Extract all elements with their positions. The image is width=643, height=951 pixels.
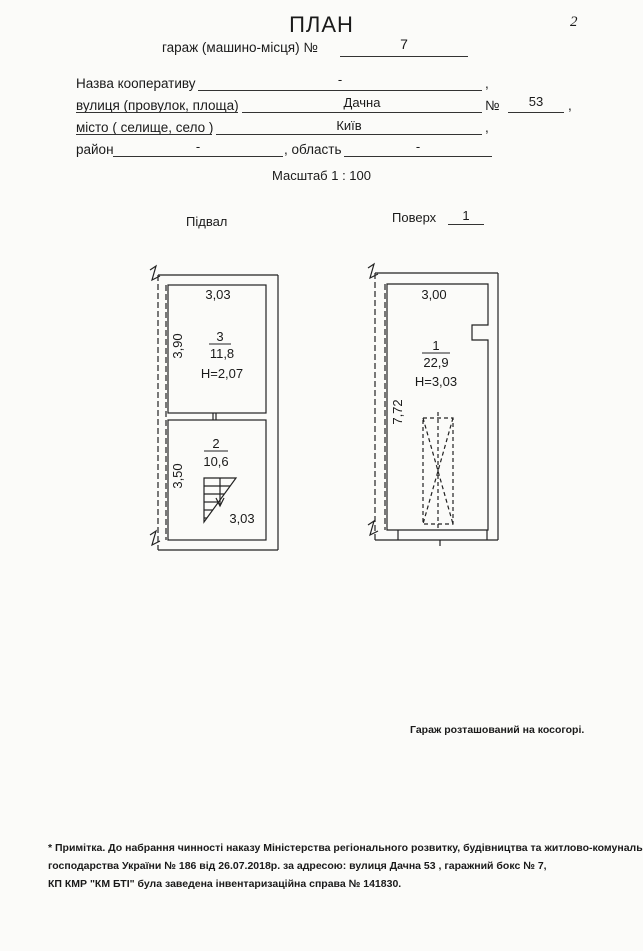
slope-note: Гараж розташований на косогорі.: [410, 724, 585, 736]
garage-number-value: 7: [400, 36, 408, 52]
room2-height-dim: 3,50: [170, 463, 185, 488]
room1-number: 1: [432, 338, 439, 353]
city-comma: ,: [485, 120, 489, 135]
coop-value: -: [337, 72, 343, 87]
basement-room-3: [167, 284, 267, 414]
room1-width: 3,00: [421, 287, 446, 302]
street-comma: ,: [568, 98, 572, 113]
city-label-underline: [76, 134, 212, 135]
region-line: [344, 156, 492, 157]
stairs-icon: [203, 477, 238, 524]
room2-width: 3,03: [229, 511, 254, 526]
city-label: місто ( селище, село ): [76, 120, 214, 135]
district-value: -: [195, 139, 201, 154]
room3-area: 11,8: [210, 346, 234, 361]
room3-height-dim: 3,90: [170, 333, 185, 358]
street-label-underline: [76, 112, 238, 113]
plan-title: ПЛАН: [289, 12, 354, 37]
basement-walls: [149, 264, 279, 551]
room3-width: 3,03: [205, 287, 230, 302]
inspection-pit: [422, 412, 454, 530]
page-number: 2: [570, 14, 578, 30]
city-value: Київ: [336, 118, 362, 133]
floor-room-1: [386, 283, 489, 531]
scale-label: Масштаб 1 : 100: [272, 168, 371, 183]
street-number-label: №: [485, 98, 500, 113]
floor-number: 1: [462, 208, 470, 223]
footnote-line-1: * Примітка. До набрання чинності наказу …: [48, 842, 643, 854]
basement-room-2: [167, 419, 267, 541]
district-label: район: [76, 142, 114, 157]
room2-area: 10,6: [203, 454, 228, 469]
coop-line: [198, 90, 482, 91]
room3-h: H=2,07: [201, 366, 243, 381]
coop-label: Назва кооперативу: [76, 76, 196, 91]
room1-area: 22,9: [423, 355, 448, 370]
footnote-line-2: господарства України № 186 від 26.07.201…: [48, 860, 547, 872]
floor-walls: [367, 262, 499, 546]
footnote-line-3: КП КМР "КМ БТІ" була заведена інвентариз…: [48, 878, 402, 890]
room3-number: 3: [216, 329, 223, 344]
city-line: [216, 134, 482, 135]
street-number-line: [508, 112, 564, 113]
garage-number-line: [340, 56, 468, 57]
region-label: , область: [284, 142, 342, 157]
street-line: [242, 112, 482, 113]
street-value: Дачна: [343, 95, 381, 110]
floor-label: Поверх: [392, 210, 437, 225]
room1-height-dim: 7,72: [390, 399, 405, 424]
basement-label: Підвал: [186, 214, 228, 229]
coop-comma: ,: [485, 76, 489, 91]
floor-number-line: [448, 224, 484, 225]
garage-number-label: гараж (машино-місця) №: [162, 40, 318, 55]
district-line: [113, 156, 283, 157]
region-value: -: [415, 139, 421, 154]
room2-number: 2: [212, 436, 219, 451]
street-number-value: 53: [528, 94, 544, 109]
street-label: вулиця (провулок, площа): [76, 98, 239, 113]
room1-h: H=3,03: [415, 374, 457, 389]
